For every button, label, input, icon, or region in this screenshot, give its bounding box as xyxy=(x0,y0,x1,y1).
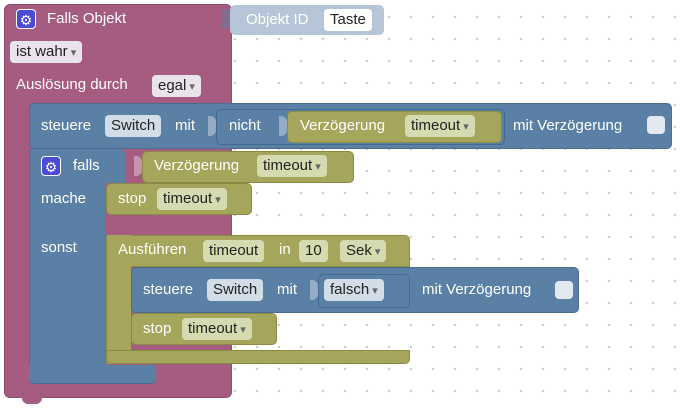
stop-label: stop xyxy=(143,320,172,337)
control-label: steuere xyxy=(41,117,92,134)
event-title: Falls Objekt xyxy=(47,10,127,27)
trigger-label: Auslösung durch xyxy=(16,76,128,93)
object-id-value[interactable]: Taste xyxy=(324,9,372,31)
control-target[interactable]: Switch xyxy=(207,279,264,301)
execute-amount-field[interactable]: 10 xyxy=(299,240,328,262)
delay-checkbox[interactable] xyxy=(647,116,665,134)
control-mit-label: mit xyxy=(175,117,195,134)
if-block-bottom xyxy=(29,365,156,384)
condition-dropdown[interactable]: ist wahr xyxy=(10,41,83,63)
object-id-label: Objekt ID xyxy=(246,11,309,28)
delay-checkbox[interactable] xyxy=(555,281,573,299)
execute-block-bottom xyxy=(106,350,410,364)
stop-value-dropdown[interactable]: timeout xyxy=(182,318,252,340)
if-condition-label: Verzögerung xyxy=(154,157,240,174)
object-id-connector xyxy=(222,9,230,29)
execute-name-field[interactable]: timeout xyxy=(203,240,265,262)
stop-label: stop xyxy=(118,190,147,207)
delay-label: Verzögerung xyxy=(300,117,386,134)
gear-icon[interactable]: ⚙ xyxy=(41,156,61,176)
do-label: mache xyxy=(41,190,87,207)
execute-unit-dropdown[interactable]: Sek xyxy=(340,240,387,262)
boolean-value-dropdown[interactable]: falsch xyxy=(324,279,384,301)
gear-icon[interactable]: ⚙ xyxy=(16,9,36,29)
not-connector xyxy=(208,116,216,136)
if-condition-connector xyxy=(134,156,142,176)
execute-block-spine xyxy=(106,235,131,364)
if-label: falls xyxy=(73,157,100,174)
else-label: sonst xyxy=(41,239,77,256)
delay-connector xyxy=(279,116,287,136)
control-suffix: mit Verzögerung xyxy=(513,117,623,134)
event-block-bottom-notch xyxy=(22,396,42,404)
control-mit-label: mit xyxy=(277,281,297,298)
delay-value-dropdown[interactable]: timeout xyxy=(405,115,475,137)
execute-label: Ausführen xyxy=(118,241,187,258)
control-suffix: mit Verzögerung xyxy=(422,281,532,298)
if-block-spine xyxy=(29,149,105,384)
if-condition-value-dropdown[interactable]: timeout xyxy=(257,155,327,177)
control-label: steuere xyxy=(143,281,194,298)
execute-in-label: in xyxy=(279,241,291,258)
stop-value-dropdown[interactable]: timeout xyxy=(157,188,227,210)
value-connector xyxy=(310,280,318,300)
trigger-dropdown[interactable]: egal xyxy=(152,75,201,97)
not-label: nicht xyxy=(229,117,261,134)
control-target[interactable]: Switch xyxy=(105,115,162,137)
